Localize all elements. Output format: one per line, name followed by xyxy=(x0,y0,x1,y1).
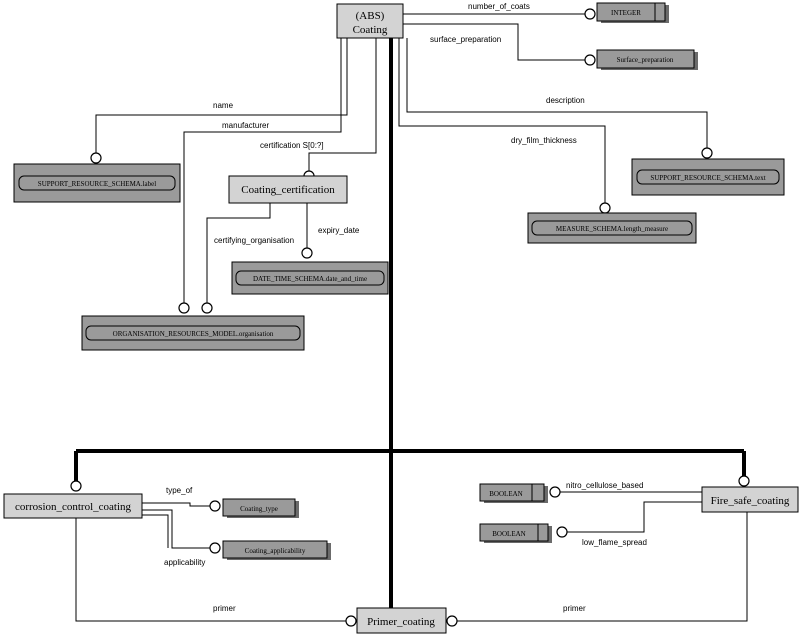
entity-coating-certification-label: Coating_certification xyxy=(241,184,335,196)
entity-fire-safe-coating-label: Fire_safe_coating xyxy=(711,495,790,507)
entity-coating-certification[interactable]: Coating_certification xyxy=(228,175,348,204)
entity-coating-applicability-label: Coating_applicability xyxy=(245,547,306,555)
attr-certifying-organisation: certifying_organisation xyxy=(214,236,294,245)
entity-fire-safe-coating[interactable]: Fire_safe_coating xyxy=(701,486,799,513)
entity-organisation[interactable]: ORGANISATION_RESOURCES_MODEL.organisatio… xyxy=(81,315,305,351)
entity-surface-preparation[interactable]: Surface_preparation xyxy=(596,49,698,70)
attr-nitro-cellulose-based: nitro_cellulose_based xyxy=(566,481,643,490)
attr-primer-right: primer xyxy=(563,604,586,613)
entity-boolean-2[interactable]: BOOLEAN xyxy=(479,523,552,543)
entity-corrosion-control-coating-label: corrosion_control_coating xyxy=(15,501,132,513)
entity-measure-length-label: MEASURE_SCHEMA.length_measure xyxy=(556,225,668,233)
entity-primer-coating[interactable]: Primer_coating xyxy=(356,607,447,634)
subtype-end-circle xyxy=(738,475,750,487)
entity-coating-label: Coating xyxy=(353,24,388,36)
attr-dry-film-thickness: dry_film_thickness xyxy=(511,136,577,145)
entity-support-text[interactable]: SUPPORT_RESOURCE_SCHEMA.text xyxy=(631,158,785,196)
abs-marker: (ABS) xyxy=(356,10,385,22)
attr-manufacturer: manufacturer xyxy=(222,121,269,130)
attr-number-of-coats: number_of_coats xyxy=(468,2,530,11)
entity-measure-length[interactable]: MEASURE_SCHEMA.length_measure xyxy=(527,212,697,244)
entity-integer[interactable]: INTEGER xyxy=(596,2,669,23)
entity-coating-type[interactable]: Coating_type xyxy=(222,498,299,518)
entity-support-label-label: SUPPORT_RESOURCE_SCHEMA.label xyxy=(38,180,156,188)
attr-type-of: type_of xyxy=(166,486,193,495)
attr-certification: certification S[0:?] xyxy=(260,141,324,150)
entity-boolean-2-label: BOOLEAN xyxy=(492,530,525,538)
entity-organisation-label: ORGANISATION_RESOURCES_MODEL.organisatio… xyxy=(113,330,274,338)
attribute-labels: number_of_coats surface_preparation name… xyxy=(164,2,647,613)
entity-coating-type-label: Coating_type xyxy=(240,505,278,513)
entity-surface-preparation-label: Surface_preparation xyxy=(617,56,674,64)
entity-corrosion-control-coating[interactable]: corrosion_control_coating xyxy=(3,493,143,519)
attr-primer-left: primer xyxy=(213,604,236,613)
entity-coating-applicability[interactable]: Coating_applicability xyxy=(222,540,331,560)
entity-boolean-1[interactable]: BOOLEAN xyxy=(479,483,548,503)
entity-support-text-label: SUPPORT_RESOURCE_SCHEMA.text xyxy=(650,174,765,182)
attr-low-flame-spread: low_flame_spread xyxy=(582,538,647,547)
attr-applicability: applicability xyxy=(164,558,205,567)
entity-primer-coating-label: Primer_coating xyxy=(367,616,435,628)
attr-name: name xyxy=(213,101,234,110)
entity-integer-label: INTEGER xyxy=(611,9,641,17)
attr-surface-preparation: surface_preparation xyxy=(430,35,501,44)
entity-date-and-time[interactable]: DATE_TIME_SCHEMA.date_and_time xyxy=(231,261,389,295)
attr-expiry-date: expiry_date xyxy=(318,226,360,235)
entity-date-and-time-label: DATE_TIME_SCHEMA.date_and_time xyxy=(253,275,367,283)
entity-support-label[interactable]: SUPPORT_RESOURCE_SCHEMA.label xyxy=(13,163,181,203)
attr-description: description xyxy=(546,96,585,105)
entity-coating[interactable]: (ABS) Coating xyxy=(336,3,404,39)
subtype-end-circle xyxy=(70,480,82,492)
entity-boolean-1-label: BOOLEAN xyxy=(489,490,522,498)
